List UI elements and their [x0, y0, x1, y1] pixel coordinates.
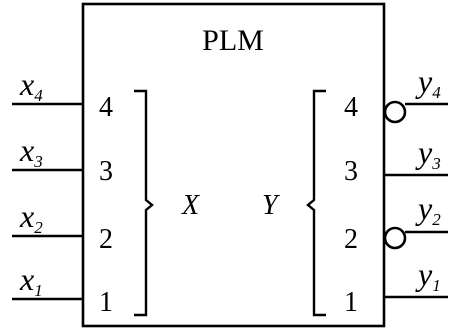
- output-pin-number-2: 2: [344, 224, 358, 255]
- plm-block: [81, 2, 386, 328]
- output-group-bracket: [306, 89, 326, 317]
- input-pin-number-2: 2: [99, 224, 113, 255]
- input-signal-label-1: x1: [19, 261, 43, 300]
- output-pin-3: 3 y3: [344, 134, 448, 187]
- output-pin-4: 4 y4: [344, 63, 448, 124]
- input-pin-number-4: 4: [99, 92, 113, 123]
- input-pin-4: x4 4: [12, 66, 113, 123]
- output-pin-number-4: 4: [344, 92, 358, 123]
- output-signal-label-4: y4: [415, 63, 441, 102]
- input-group-bracket: [134, 89, 154, 317]
- output-signal-label-2: y2: [415, 190, 441, 229]
- output-pin-1: 1 y1: [344, 256, 448, 318]
- inversion-bubble-2: [383, 226, 407, 250]
- input-signal-label-3: x3: [19, 132, 43, 171]
- block-title: PLM: [202, 24, 264, 57]
- input-pin-3: x3 3: [12, 132, 113, 187]
- output-pin-number-1: 1: [344, 287, 358, 318]
- output-group-label: Y: [262, 190, 281, 221]
- input-signal-label-4: x4: [19, 66, 43, 105]
- output-signal-label-1: y1: [415, 256, 441, 295]
- input-pin-number-3: 3: [99, 156, 113, 187]
- output-signal-label-3: y3: [415, 134, 441, 173]
- inversion-bubble-4: [383, 100, 407, 124]
- input-pin-number-1: 1: [99, 287, 113, 318]
- output-pin-2: 2 y2: [344, 190, 448, 255]
- input-group-label: X: [181, 190, 200, 221]
- input-pin-2: x2 2: [12, 198, 113, 255]
- input-signal-label-2: x2: [19, 198, 43, 237]
- input-pin-1: x1 1: [12, 261, 113, 318]
- output-pin-number-3: 3: [344, 156, 358, 187]
